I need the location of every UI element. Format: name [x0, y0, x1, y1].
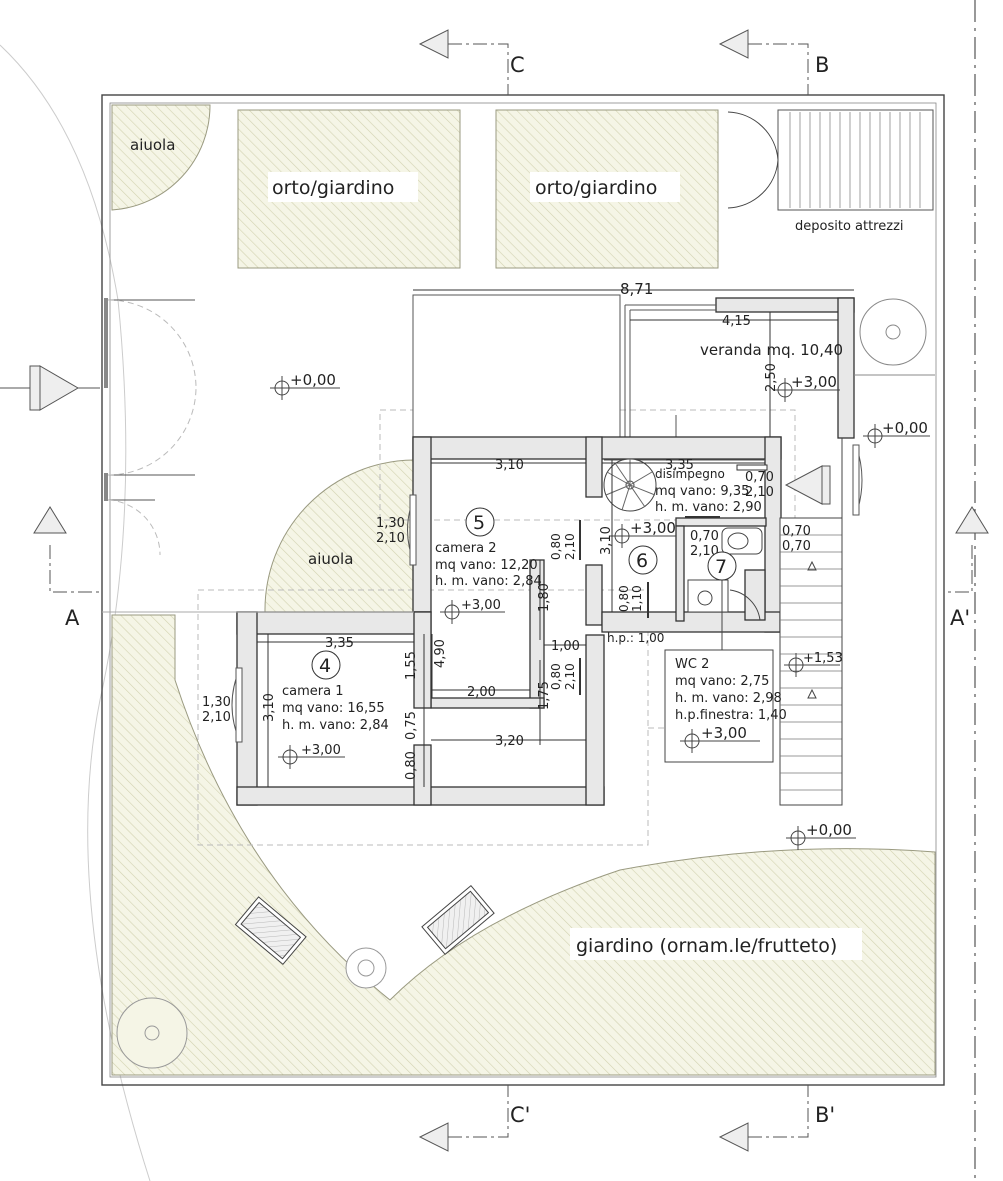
dim-c1-1: 1,55: [404, 651, 419, 680]
building-walls: [236, 436, 782, 806]
dim-room6-height: 3,10: [599, 526, 614, 555]
room6-height: h. m. vano: 2,90: [655, 500, 762, 515]
room4-height: h. m. vano: 2,84: [282, 718, 389, 733]
outer-arc: [0, 44, 151, 1181]
opening-hp: h.p.: 1,00: [607, 631, 664, 645]
label-orto-right: orto/giardino: [535, 177, 657, 199]
opening-c1-window-a: 1,30: [202, 695, 231, 710]
dim-c1-3: 0,80: [404, 751, 419, 780]
room6-number-circle: [628, 545, 658, 575]
dim-c1-2: 0,75: [404, 711, 419, 740]
opening-wc-door-a: 0,70: [690, 529, 719, 544]
elev-camera2: +3,00: [461, 598, 501, 613]
room7-number: 7: [715, 556, 727, 578]
opening-disimp-door-a: 0,70: [745, 470, 774, 485]
property-boundary: [101, 94, 945, 1086]
room5-mq: mq vano: 12,20: [435, 558, 538, 573]
section-markers: [0, 29, 989, 1152]
opening-low-door-b: 2,10: [563, 663, 577, 690]
opening-c2-window-a: 1,30: [376, 516, 405, 531]
spiral-stair: [603, 458, 657, 512]
label-giardino: giardino (ornam.le/frutteto): [576, 935, 837, 957]
room-veranda-label: veranda mq. 10,40: [700, 341, 843, 359]
section-marker-b-prime: B': [815, 1103, 835, 1127]
dim-disimp-width: 3,35: [665, 458, 694, 473]
room4-mq: mq vano: 16,55: [282, 701, 385, 716]
flowerbed-top-left: [111, 104, 211, 211]
dim-veranda-width: 4,15: [722, 314, 751, 329]
wc-label-box: [664, 649, 774, 763]
veranda: [412, 294, 935, 440]
room5-height: h. m. vano: 2,84: [435, 574, 542, 589]
opening-low-door-a: 0,80: [549, 663, 563, 690]
elev-room6: +3,00: [630, 519, 676, 537]
flowerbed-middle: [264, 459, 415, 613]
section-marker-c-prime: C': [510, 1103, 530, 1127]
opening-wc-window-b: 0,70: [782, 539, 811, 554]
opening-wc-door-b: 2,10: [690, 544, 719, 559]
section-marker-a: A: [65, 606, 80, 630]
label-aiuola-mid: aiuola: [308, 550, 353, 568]
elev-veranda: +3,00: [791, 373, 837, 391]
elevation-symbols: [270, 376, 930, 850]
openings: [231, 444, 863, 743]
dimension-lines: [257, 289, 854, 787]
dim-camera2-sub-height: 1,80: [537, 583, 552, 612]
dim-camera1-width: 3,35: [325, 636, 354, 651]
room6-name: disimpegno: [655, 467, 725, 481]
dim-bottom-width: 3,20: [495, 734, 524, 749]
opening-c2-window-b: 2,10: [376, 531, 405, 546]
room4-number: 4: [319, 655, 331, 677]
left-gate: [104, 298, 197, 556]
opening-c1-window-b: 2,10: [202, 710, 231, 725]
opening-room6-door-b: 1,10: [630, 585, 644, 612]
dim-lower-175: 1,75: [537, 681, 552, 710]
opening-disimp-door-b: 2,10: [745, 485, 774, 500]
room7-name: WC 2: [675, 657, 709, 672]
opening-c2-door-b: 2,10: [563, 533, 577, 560]
elev-camera1: +3,00: [301, 743, 341, 758]
label-aiuola-top: aiuola: [130, 136, 175, 154]
elev-left: +0,00: [290, 371, 336, 389]
label-deposito: deposito attrezzi: [795, 219, 904, 234]
room6-mq: mq vano: 9,35: [655, 484, 749, 499]
opening-room6-door-a: 0,80: [617, 585, 631, 612]
section-marker-c: C: [510, 53, 525, 77]
wc-fixtures: [687, 527, 763, 613]
elev-stair: +1,53: [803, 651, 843, 666]
dim-veranda-depth: 2,50: [764, 363, 779, 392]
room4-name: camera 1: [282, 684, 344, 699]
dim-camera2-width: 3,10: [495, 458, 524, 473]
dim-corridor-width: 2,00: [467, 685, 496, 700]
label-orto-left: orto/giardino: [272, 177, 394, 199]
overhang-outline-top: [379, 409, 796, 521]
property-inner-boundary: [109, 102, 937, 1078]
room5-name: camera 2: [435, 541, 497, 556]
dim-total-width: 8,71: [620, 280, 653, 298]
room7-mq: mq vano: 2,75: [675, 674, 769, 689]
room4-number-circle: [311, 650, 341, 680]
room5-number: 5: [473, 512, 485, 534]
section-marker-a-prime: A': [950, 606, 970, 630]
dim-camera1-height: 3,10: [262, 693, 277, 722]
room6-number: 6: [636, 550, 648, 572]
dim-camera2-height: 4,90: [433, 639, 448, 668]
tool-shed: [727, 109, 934, 211]
elev-right-top: +0,00: [882, 419, 928, 437]
opening-wc-window-a: 0,70: [782, 524, 811, 539]
room7-height: h. m. vano: 2,98: [675, 691, 782, 706]
opening-c2-door-a: 0,80: [549, 533, 563, 560]
dim-inner-width: 1,00: [551, 639, 580, 654]
elev-bottom: +0,00: [806, 821, 852, 839]
section-marker-b: B: [815, 53, 829, 77]
room7-number-circle: [707, 551, 737, 581]
room7-window-height: h.p.finestra: 1,40: [675, 708, 787, 723]
elev-wc: +3,00: [701, 724, 747, 742]
room5-number-circle: [465, 507, 495, 537]
garden-furniture: [116, 884, 495, 1069]
